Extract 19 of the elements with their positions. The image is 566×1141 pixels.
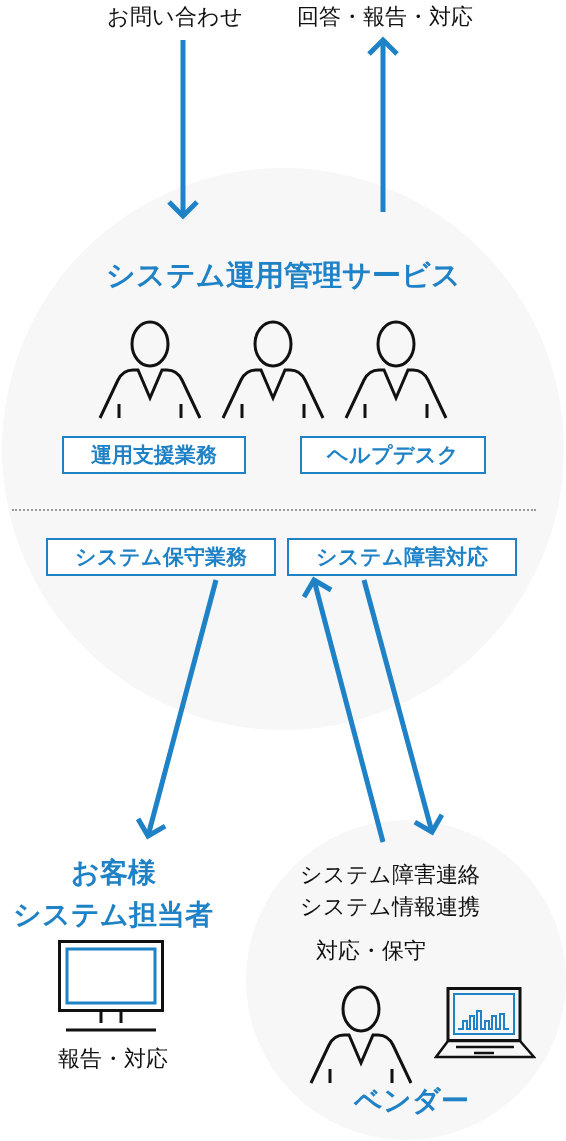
node-label: 報告・対応 xyxy=(57,1045,169,1073)
task-box: システム障害対応 xyxy=(287,538,517,576)
task-box: システム保守業務 xyxy=(46,538,276,576)
task-label: 対応・保守 xyxy=(316,937,426,965)
flow-label: 回答・報告・対応 xyxy=(296,3,474,31)
task-box: 運用支援業務 xyxy=(62,436,246,474)
vendor-title: ベンダー xyxy=(352,1083,470,1119)
arrow xyxy=(301,577,386,843)
customer-title: お客様 xyxy=(69,855,157,891)
customer-title: システム担当者 xyxy=(12,897,214,933)
service-title: システム運用管理サービス xyxy=(104,257,462,294)
message-label: システム情報連携 xyxy=(300,893,480,921)
arrow xyxy=(166,40,200,219)
task-box: ヘルプデスク xyxy=(300,436,486,474)
flow-label: お問い合わせ xyxy=(106,3,244,31)
arrow xyxy=(135,579,219,839)
arrow xyxy=(361,579,445,835)
message-label: システム障害連絡 xyxy=(300,861,480,889)
arrow xyxy=(366,37,400,212)
